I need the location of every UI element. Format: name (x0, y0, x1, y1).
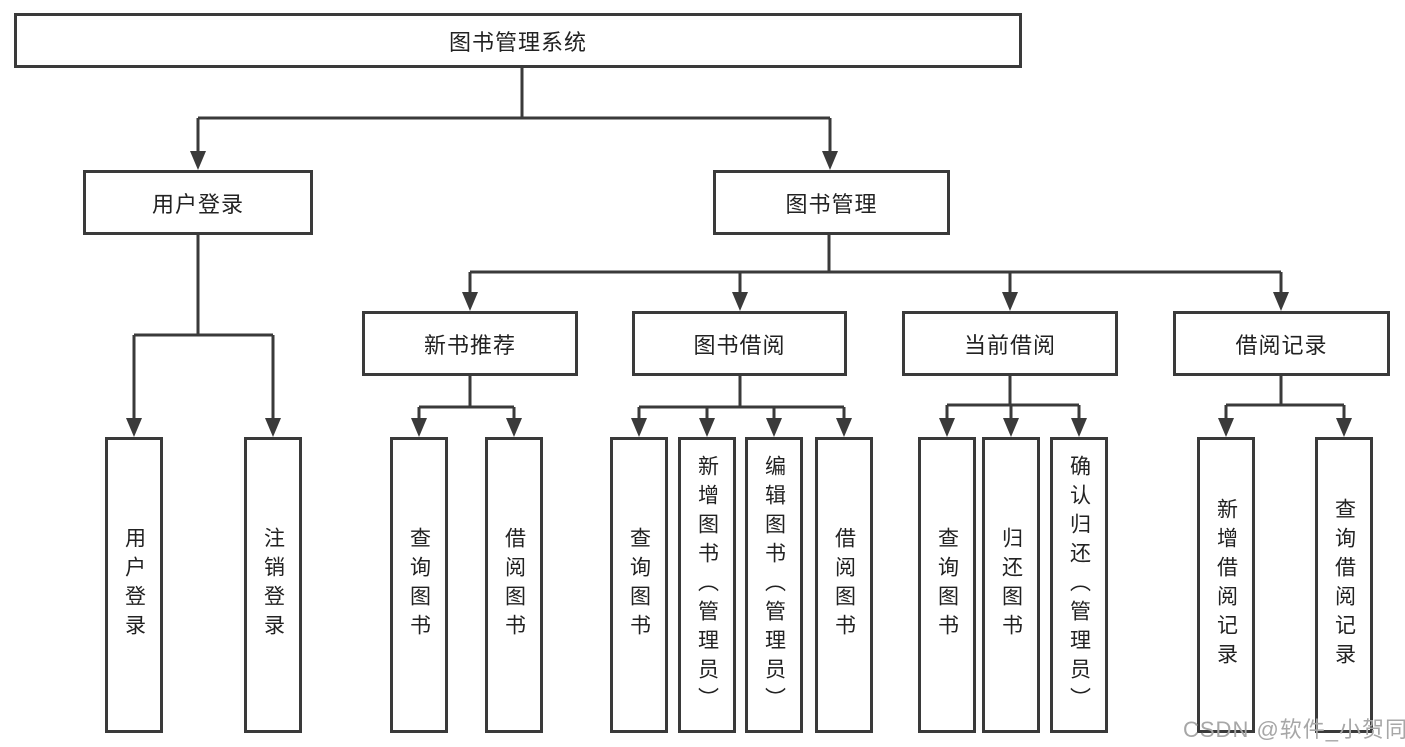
leaf-add-borrow-record-label: 新增借阅记录 (1214, 498, 1238, 672)
leaf-edit-book-admin: 编辑图书（管理员） (745, 437, 803, 733)
leaf-current-query-books: 查询图书 (918, 437, 976, 733)
leaf-confirm-return-admin: 确认归还（管理员） (1050, 437, 1108, 733)
leaf-edit-book-admin-label: 编辑图书（管理员） (762, 454, 786, 716)
node-root: 图书管理系统 (14, 13, 1022, 68)
node-new-book-recommend: 新书推荐 (362, 311, 578, 376)
node-book-management-label: 图书管理 (785, 191, 878, 217)
leaf-return-book: 归还图书 (982, 437, 1040, 733)
leaf-recommend-borrow-books-label: 借阅图书 (502, 527, 526, 643)
node-current-borrow-label: 当前借阅 (963, 332, 1056, 358)
leaf-borrow-books-label: 借阅图书 (832, 527, 856, 643)
leaf-recommend-borrow-books: 借阅图书 (485, 437, 543, 733)
node-current-borrow: 当前借阅 (902, 311, 1118, 376)
csdn-watermark: CSDN @软件_小贺同学 (1183, 717, 1405, 742)
node-book-borrow-label: 图书借阅 (693, 332, 786, 358)
leaf-return-book-label: 归还图书 (999, 527, 1023, 643)
arrowheads (126, 151, 1352, 437)
node-root-label: 图书管理系统 (448, 29, 587, 55)
leaf-add-book-admin: 新增图书（管理员） (678, 437, 736, 733)
leaf-logout-login-label: 注销登录 (261, 527, 285, 643)
node-borrow-records: 借阅记录 (1173, 311, 1390, 376)
leaf-recommend-query-books-label: 查询图书 (407, 527, 431, 643)
node-user-login: 用户登录 (83, 170, 313, 235)
leaf-borrow-books: 借阅图书 (815, 437, 873, 733)
leaf-query-borrow-record-label: 查询借阅记录 (1332, 498, 1356, 672)
node-book-management: 图书管理 (713, 170, 950, 235)
node-book-borrow: 图书借阅 (632, 311, 847, 376)
leaf-user-login-label: 用户登录 (122, 527, 146, 643)
node-user-login-label: 用户登录 (151, 191, 244, 217)
leaf-add-borrow-record: 新增借阅记录 (1197, 437, 1255, 733)
leaf-logout-login: 注销登录 (244, 437, 302, 733)
leaf-recommend-query-books: 查询图书 (390, 437, 448, 733)
node-new-book-recommend-label: 新书推荐 (423, 332, 516, 358)
node-borrow-records-label: 借阅记录 (1235, 332, 1328, 358)
leaf-user-login: 用户登录 (105, 437, 163, 733)
leaf-borrow-query-books-label: 查询图书 (627, 527, 651, 643)
leaf-add-book-admin-label: 新增图书（管理员） (695, 454, 719, 716)
leaf-current-query-books-label: 查询图书 (935, 527, 959, 643)
leaf-borrow-query-books: 查询图书 (610, 437, 668, 733)
leaf-confirm-return-admin-label: 确认归还（管理员） (1067, 454, 1091, 716)
leaf-query-borrow-record: 查询借阅记录 (1315, 437, 1373, 733)
